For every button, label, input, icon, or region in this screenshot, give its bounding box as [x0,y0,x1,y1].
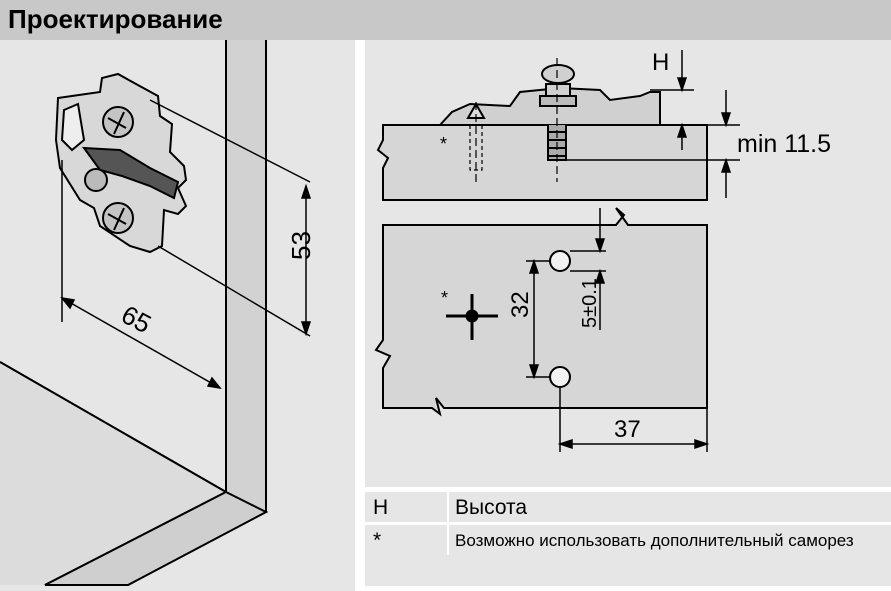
side-view-board [376,124,708,201]
header-bar: Проектирование [0,0,891,40]
front-view-board [374,207,708,417]
side-view-plate [437,64,661,161]
label-min: min 11.5 [737,130,831,158]
dim-37-label: 37 [614,416,641,443]
dim-h-lines [650,50,694,150]
dimension-lines-left [60,99,312,390]
screw-centerlines [469,58,558,182]
legend-row: * Возможно использовать дополнительный с… [365,525,891,555]
legend-key: * [373,529,382,552]
legend-value: Возможно использовать дополнительный сам… [455,531,854,550]
legend-divider [447,525,449,555]
dim-5-label: 5±0.1 [579,278,601,328]
legend-row-divider [365,522,891,525]
legend-divider [447,492,449,522]
dim-min-lines [566,90,740,198]
dim-37-lines [557,387,710,452]
mounting-plate [54,72,188,254]
cabinet-bottom [0,362,226,585]
legend-row: H Высота [365,492,891,522]
dim-5-lines [570,208,606,330]
legend-key: H [373,496,389,519]
page-title: Проектирование [8,4,223,34]
asterisk-plate: * [441,288,448,308]
dim-height-label: 53 [286,231,316,260]
label-h: H [652,49,669,76]
legend-table: H Высота * Возможно использовать дополни… [365,492,891,586]
cross-mark [446,294,498,340]
dim-32-lines [526,258,550,380]
dim-32-label: 32 [507,291,534,318]
front-view-holes [549,250,571,388]
wall-edge [226,40,266,512]
legend-value: Высота [455,496,528,519]
asterisk-top: * [440,134,447,154]
